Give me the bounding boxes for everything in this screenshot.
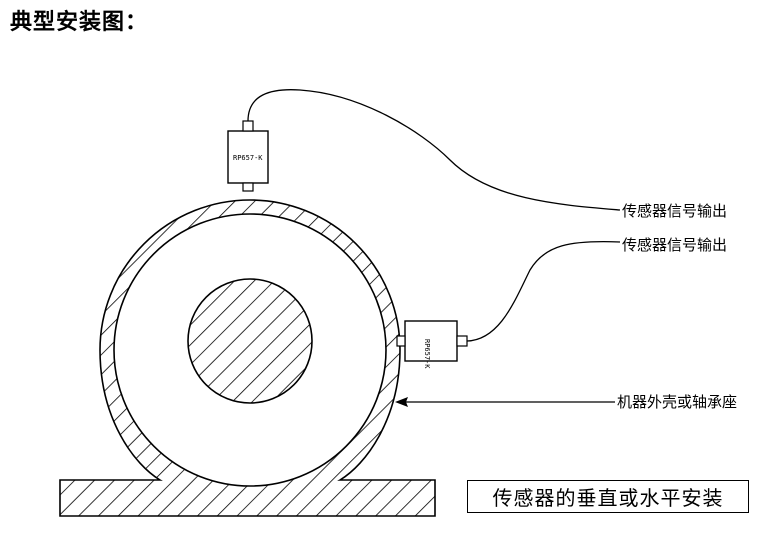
label-sensor-output-side: 传感器信号输出 bbox=[622, 236, 727, 254]
caption-box: 传感器的垂直或水平安装 bbox=[467, 480, 749, 513]
page-title: 典型安装图： bbox=[10, 9, 149, 35]
sensor-top: RP657-K bbox=[227, 120, 269, 192]
shaft bbox=[187, 278, 313, 404]
cable-top bbox=[247, 89, 621, 211]
caption-text: 传感器的垂直或水平安装 bbox=[492, 486, 724, 510]
cable-side bbox=[466, 240, 621, 342]
housing-leader bbox=[395, 397, 615, 407]
label-housing: 机器外壳或轴承座 bbox=[617, 393, 737, 411]
label-sensor-output-top: 传感器信号输出 bbox=[622, 202, 727, 220]
sensor-side: RP657-K bbox=[396, 320, 468, 369]
sensor-top-model: RP657-K bbox=[233, 154, 263, 162]
sensor-side-model: RP657-K bbox=[423, 339, 431, 369]
